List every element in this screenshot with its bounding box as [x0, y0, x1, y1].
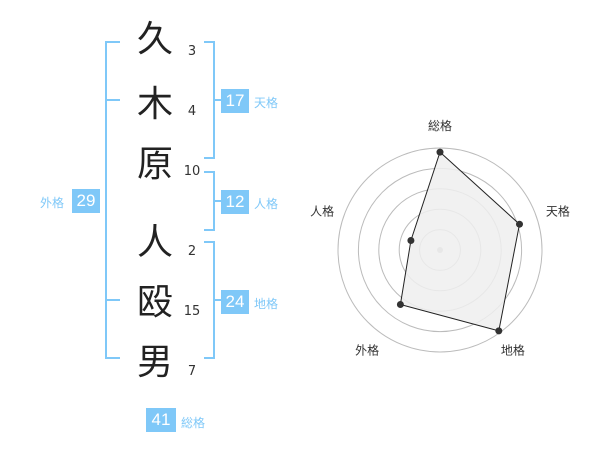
radar-axis-label-1: 総格: [428, 118, 452, 133]
radar-axis-label-2: 天格: [546, 204, 570, 219]
soukaku-label: 総格: [181, 416, 206, 430]
radar-point-5: [407, 237, 415, 244]
tenkaku-value: 17: [221, 89, 249, 113]
radar-point-4: [396, 301, 404, 308]
gaikaku-bracket: [105, 41, 120, 359]
name-char-5: 殴: [136, 282, 173, 323]
name-char-4: 人: [136, 222, 173, 263]
stroke-count-3: 10: [183, 164, 201, 179]
soukaku-value: 41: [146, 408, 176, 432]
chikaku-value: 24: [221, 290, 249, 314]
stroke-count-5: 15: [183, 304, 201, 319]
radar-axis-label-3: 地格: [501, 342, 525, 357]
radar-axis-label-4: 外格: [355, 342, 379, 357]
radar-point-2: [516, 220, 523, 228]
radar-axis-label-5: 人格: [310, 204, 334, 219]
stroke-count-1: 3: [187, 44, 197, 59]
radar-ring-5: [337, 147, 543, 353]
stroke-count-4: 2: [187, 244, 197, 259]
radar-point-1: [436, 148, 444, 156]
name-char-2: 木: [136, 84, 173, 125]
name-char-1: 久: [136, 19, 173, 60]
stroke-count-6: 7: [187, 364, 197, 379]
chikaku-label: 地格: [254, 297, 279, 311]
radar-point-3: [495, 327, 503, 335]
stroke-count-2: 4: [187, 104, 197, 119]
radar-area: [399, 151, 521, 332]
tenkaku-label: 天格: [254, 96, 279, 110]
name-char-3: 原: [136, 144, 173, 185]
jinkaku-value: 12: [221, 190, 249, 214]
gaikaku-value: 29: [72, 189, 100, 213]
name-char-6: 男: [136, 342, 173, 383]
gaikaku-label: 外格: [40, 196, 65, 210]
jinkaku-label: 人格: [254, 197, 279, 211]
